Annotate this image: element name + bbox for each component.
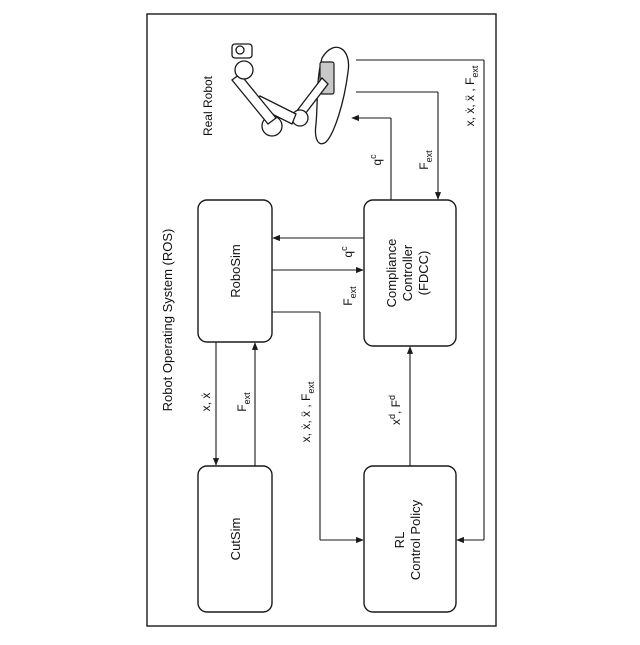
robosim-label: RoboSim	[228, 244, 243, 297]
signal-label-x-xdot: x, ẋ	[199, 393, 213, 412]
svg-text:x, ẋ: x, ẋ	[199, 393, 213, 412]
cutsim-label: CutSim	[228, 518, 243, 561]
robot-base-joint	[235, 61, 253, 79]
robot-base-cap	[236, 46, 244, 54]
compliance-label-line3: (FDCC)	[416, 251, 431, 296]
robosim-block: RoboSim	[198, 200, 272, 342]
compliance-label-line2: Controller	[400, 244, 415, 301]
cutsim-block: CutSim	[198, 466, 272, 612]
rl-label-line1: RL	[392, 532, 407, 549]
ros-title: Robot Operating System (ROS)	[160, 229, 175, 412]
compliance-controller-block: Compliance Controller (FDCC)	[364, 200, 456, 346]
real-robot-label: Real Robot	[201, 75, 215, 136]
rl-control-policy-block: RL Control Policy	[364, 466, 456, 612]
rl-label-line2: Control Policy	[408, 499, 423, 580]
compliance-label-line1: Compliance	[384, 239, 399, 308]
